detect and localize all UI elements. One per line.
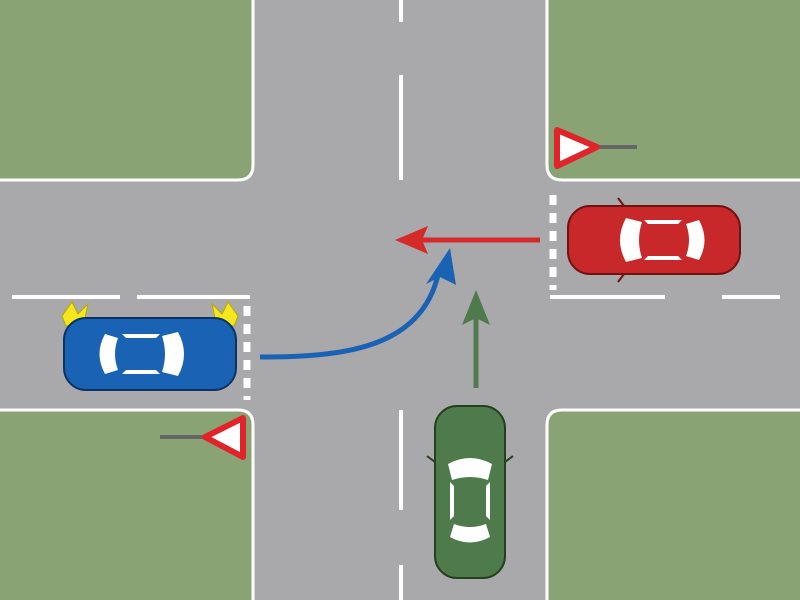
green-arrow	[462, 290, 490, 388]
give-way-lines	[243, 195, 557, 400]
grass-top-right	[545, 0, 800, 182]
blue-arrow	[259, 248, 456, 360]
blue-car	[61, 301, 239, 391]
yield-sign-bottom-left	[160, 415, 246, 460]
grass-bottom-right	[545, 408, 800, 600]
lane-markings	[12, 0, 780, 600]
green-car	[426, 405, 514, 579]
grass-bottom-left	[0, 408, 255, 600]
red-car	[567, 197, 741, 283]
grass-top-left	[0, 0, 255, 182]
yield-sign-icon	[202, 415, 246, 460]
red-arrow	[395, 226, 540, 254]
yield-sign-top-right	[554, 127, 637, 169]
yield-sign-icon	[554, 127, 600, 169]
